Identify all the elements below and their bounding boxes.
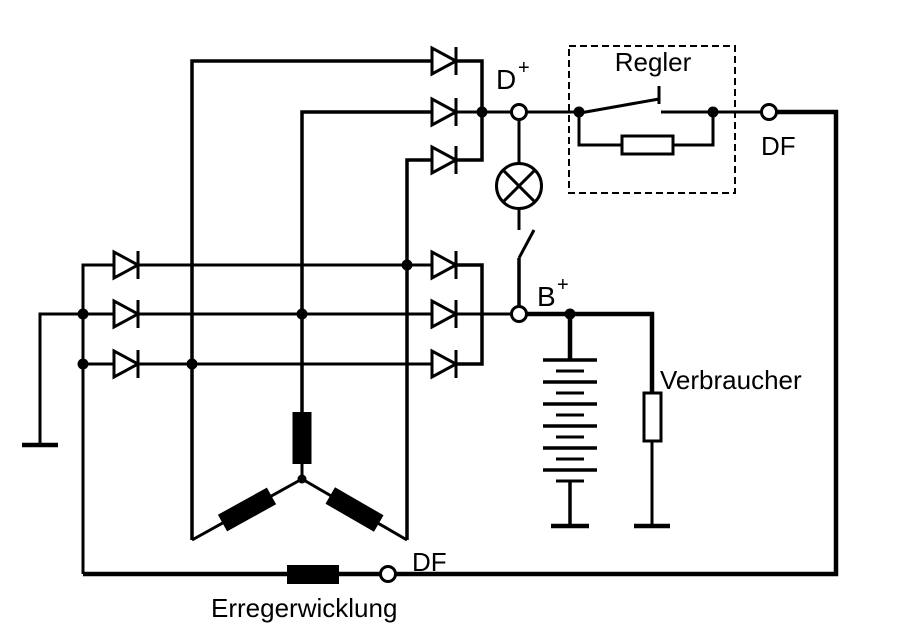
negative-diode-1 (112, 249, 142, 281)
junction-phase3-row1 (401, 259, 413, 271)
junction-exciter-bus (476, 106, 488, 118)
diode-triangle (430, 144, 460, 176)
exciter-diode-2 (430, 96, 460, 128)
ignition-switch-blade (517, 229, 536, 259)
junction-bplus-battery (564, 308, 576, 320)
regler-resistor (620, 134, 675, 156)
wire-regler-resistor-right (673, 112, 715, 147)
positive-diode-3 (430, 348, 460, 380)
exciter-diode-3 (430, 144, 460, 176)
stator-winding-phase3 (325, 487, 384, 532)
terminal-b-plus (510, 305, 528, 323)
exciter-diodes (430, 45, 460, 176)
junction-regler-left (573, 106, 585, 118)
label-verbraucher: Verbraucher (660, 365, 802, 395)
stator-winding-phase2 (292, 412, 312, 464)
charge-lamp (495, 162, 543, 210)
regler-dashed-border (568, 45, 736, 194)
wire-row1-and-left-bus (81, 263, 432, 574)
negative-diode-3 (112, 348, 142, 380)
negative-diode-2 (112, 298, 142, 330)
junction-phase2-row2 (296, 308, 308, 320)
label-df-bottom: DF (412, 547, 447, 577)
ground-symbols (22, 442, 670, 529)
label-df-top: DF (761, 131, 796, 161)
regler-switch-blade (579, 97, 660, 115)
positive-diode-1 (430, 249, 460, 281)
diode-triangle (430, 249, 460, 281)
junction-dots (77, 106, 719, 484)
labels: Regler D + B + DF Verbraucher DF Erreger… (211, 47, 802, 623)
wire-phase1 (190, 59, 432, 540)
wire-row2-and-ground (38, 312, 432, 445)
junction-left-bus-row3 (77, 358, 89, 370)
diode-triangle (430, 45, 460, 77)
exciter-diode-1 (430, 45, 460, 77)
label-b-plus-sup: + (557, 274, 569, 296)
positive-diode-2 (430, 298, 460, 330)
wire-bplus-main (519, 311, 655, 393)
diode-triangle (430, 96, 460, 128)
battery (543, 358, 597, 483)
junction-left-bus-row2 (77, 308, 89, 320)
terminal-df-top (760, 103, 778, 121)
lamp-cross-2 (502, 169, 536, 203)
negative-diodes (112, 249, 142, 380)
wire-phase2 (300, 110, 432, 412)
junction-phase1-row3 (186, 358, 198, 370)
diode-triangle (430, 298, 460, 330)
load-resistor (642, 391, 663, 443)
label-erregerwicklung: Erregerwicklung (211, 593, 397, 623)
wire-phase3 (405, 158, 432, 540)
stator-winding-phase1 (217, 487, 277, 532)
label-b-plus: B (537, 281, 556, 312)
label-d-plus: D (496, 64, 516, 95)
label-regler: Regler (615, 47, 692, 77)
regler-box (568, 45, 736, 194)
wire-regler-resistor-left (577, 112, 622, 147)
terminals (379, 103, 778, 583)
diode-triangle (112, 249, 142, 281)
stator-windings (217, 412, 384, 532)
diode-triangle (430, 348, 460, 380)
diode-triangle (112, 298, 142, 330)
field-winding (287, 565, 339, 584)
junction-regler-right (707, 106, 719, 118)
terminal-d-plus (510, 103, 528, 121)
terminal-df-bottom (379, 565, 397, 583)
diode-triangle (112, 348, 142, 380)
wire-df-right-bottom (396, 109, 839, 577)
positive-diodes (430, 249, 460, 380)
star-point (297, 474, 307, 484)
label-d-plus-sup: + (518, 57, 530, 79)
